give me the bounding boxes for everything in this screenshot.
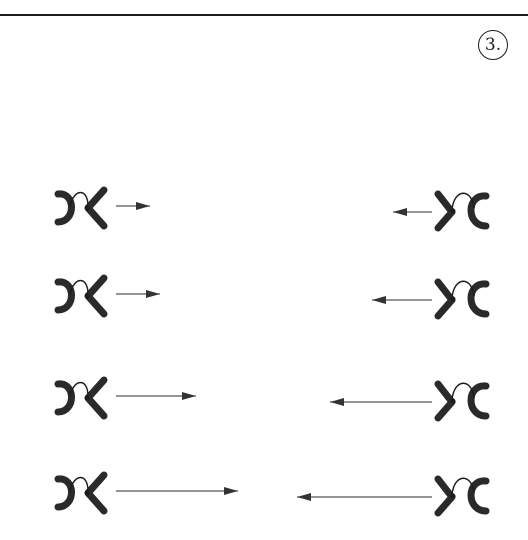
right-arrow-head-icon xyxy=(297,493,311,501)
left-arrow-head-icon xyxy=(224,487,238,495)
left-arrow-head-icon xyxy=(146,290,160,298)
right-bracket-shape xyxy=(471,284,486,314)
left-chevron-shape xyxy=(88,190,104,226)
left-bracket-shape xyxy=(58,194,72,222)
left-chevron-shape xyxy=(88,278,104,314)
right-joint-dot xyxy=(451,399,456,404)
left-figure xyxy=(58,475,238,511)
diagram-row-3 xyxy=(58,380,486,418)
left-arrow-head-icon xyxy=(136,202,150,210)
rows-layer xyxy=(58,190,486,513)
right-bracket-shape xyxy=(471,196,486,226)
right-figure xyxy=(372,281,486,316)
left-chevron-shape xyxy=(88,475,104,511)
right-chevron-shape xyxy=(438,479,452,513)
right-bracket-shape xyxy=(471,481,486,511)
left-bracket-shape xyxy=(58,384,72,412)
left-joint-dot xyxy=(85,294,90,299)
right-arrow-head-icon xyxy=(393,208,407,216)
right-bracket-shape xyxy=(471,386,486,416)
left-bracket-shape xyxy=(58,282,72,310)
right-arrow-head-icon xyxy=(372,296,386,304)
left-bracket-shape xyxy=(58,479,72,507)
left-figure xyxy=(58,278,160,314)
right-figure xyxy=(297,478,486,513)
right-chevron-shape xyxy=(438,194,452,228)
right-joint-dot xyxy=(451,209,456,214)
right-figure xyxy=(393,193,486,228)
right-arrow-head-icon xyxy=(330,398,344,406)
left-figure xyxy=(58,380,196,416)
right-joint-dot xyxy=(451,494,456,499)
left-figure xyxy=(58,190,150,226)
right-chevron-shape xyxy=(438,282,452,316)
left-arrow-head-icon xyxy=(182,392,196,400)
right-joint-dot xyxy=(451,297,456,302)
diagram-row-2 xyxy=(58,278,486,316)
right-chevron-shape xyxy=(438,384,452,418)
left-chevron-shape xyxy=(88,380,104,416)
diagram-row-1 xyxy=(58,190,486,228)
diagram-row-4 xyxy=(58,475,486,513)
left-joint-dot xyxy=(85,491,90,496)
left-joint-dot xyxy=(85,206,90,211)
right-figure xyxy=(330,383,486,418)
left-joint-dot xyxy=(85,396,90,401)
